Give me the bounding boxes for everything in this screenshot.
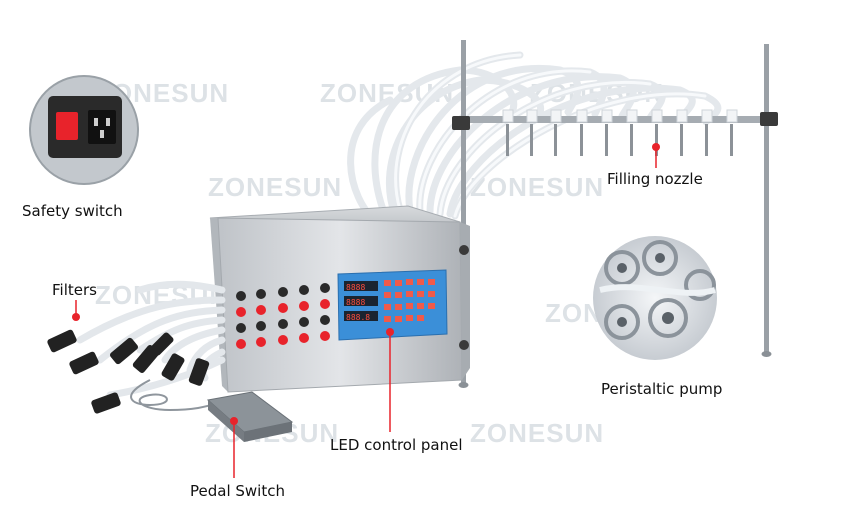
stand-rod-left xyxy=(461,40,466,385)
filling-nozzles xyxy=(502,109,738,156)
watermark: ZONESUN xyxy=(470,172,605,202)
led-control-panel xyxy=(337,269,448,341)
display-readout: 8888 xyxy=(346,298,365,307)
silicone-tubes xyxy=(347,51,722,224)
label-peristaltic-pump: Peristaltic pump xyxy=(601,380,723,398)
safety-switch-inset xyxy=(29,75,139,185)
label-filters: Filters xyxy=(52,281,97,299)
watermark: ZONESUN xyxy=(470,418,605,448)
label-pedal-switch: Pedal Switch xyxy=(190,482,285,500)
peristaltic-pump-inset xyxy=(593,236,717,360)
display-readout: 888.8 xyxy=(346,313,370,322)
label-led-control-panel: LED control panel xyxy=(330,436,463,454)
pump-buttons xyxy=(236,283,330,349)
display-readout: 8888 xyxy=(346,283,365,292)
label-filling-nozzle: Filling nozzle xyxy=(607,170,703,188)
nozzle-bar xyxy=(452,116,774,123)
inlet-tubes xyxy=(76,280,226,399)
stand-rod-right xyxy=(764,44,769,354)
watermark: ZONESUN xyxy=(208,172,343,202)
label-safety-switch: Safety switch xyxy=(22,202,123,220)
foot-pedal xyxy=(206,391,294,442)
pedal-cable xyxy=(130,379,231,412)
filters xyxy=(47,329,210,414)
